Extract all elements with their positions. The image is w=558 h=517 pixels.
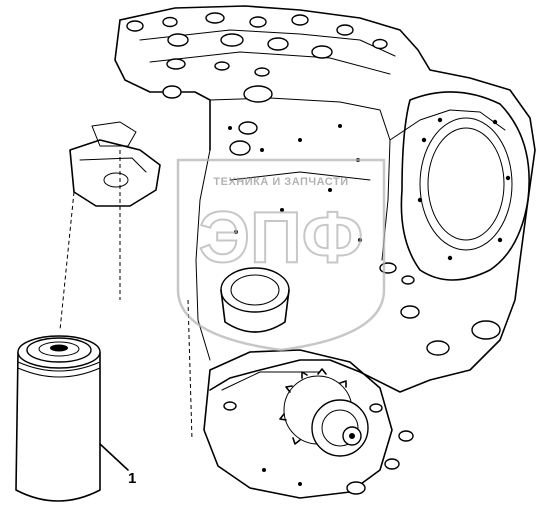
watermark-text: ТЕХНИКА И ЗАПЧАСТИ	[213, 176, 348, 188]
pulley-assembly	[187, 299, 414, 499]
oil-filter	[15, 335, 101, 502]
watermark-logo: ЭПФ	[199, 198, 363, 278]
engine-block	[114, 5, 536, 393]
timing-cover	[379, 91, 530, 356]
filter-adapter	[220, 121, 290, 333]
part-number-label: 1	[128, 470, 136, 487]
watermark: ТЕХНИКА И ЗАПЧАСТИ ЭПФ	[176, 158, 386, 352]
filter-head-bracket	[59, 121, 161, 331]
part-callout-1: 1	[99, 443, 136, 487]
